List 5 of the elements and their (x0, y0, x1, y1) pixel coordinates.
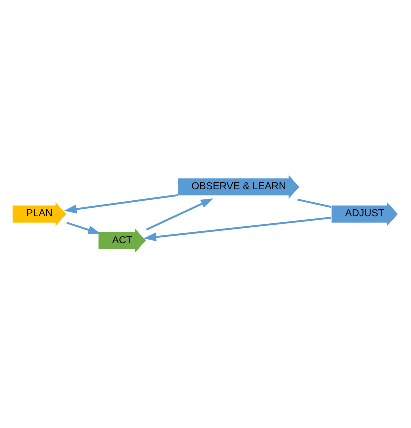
arrow (66, 222, 102, 234)
connector (298, 198, 332, 208)
arrow (146, 198, 214, 231)
arrow (144, 217, 332, 242)
arrow (64, 194, 178, 214)
